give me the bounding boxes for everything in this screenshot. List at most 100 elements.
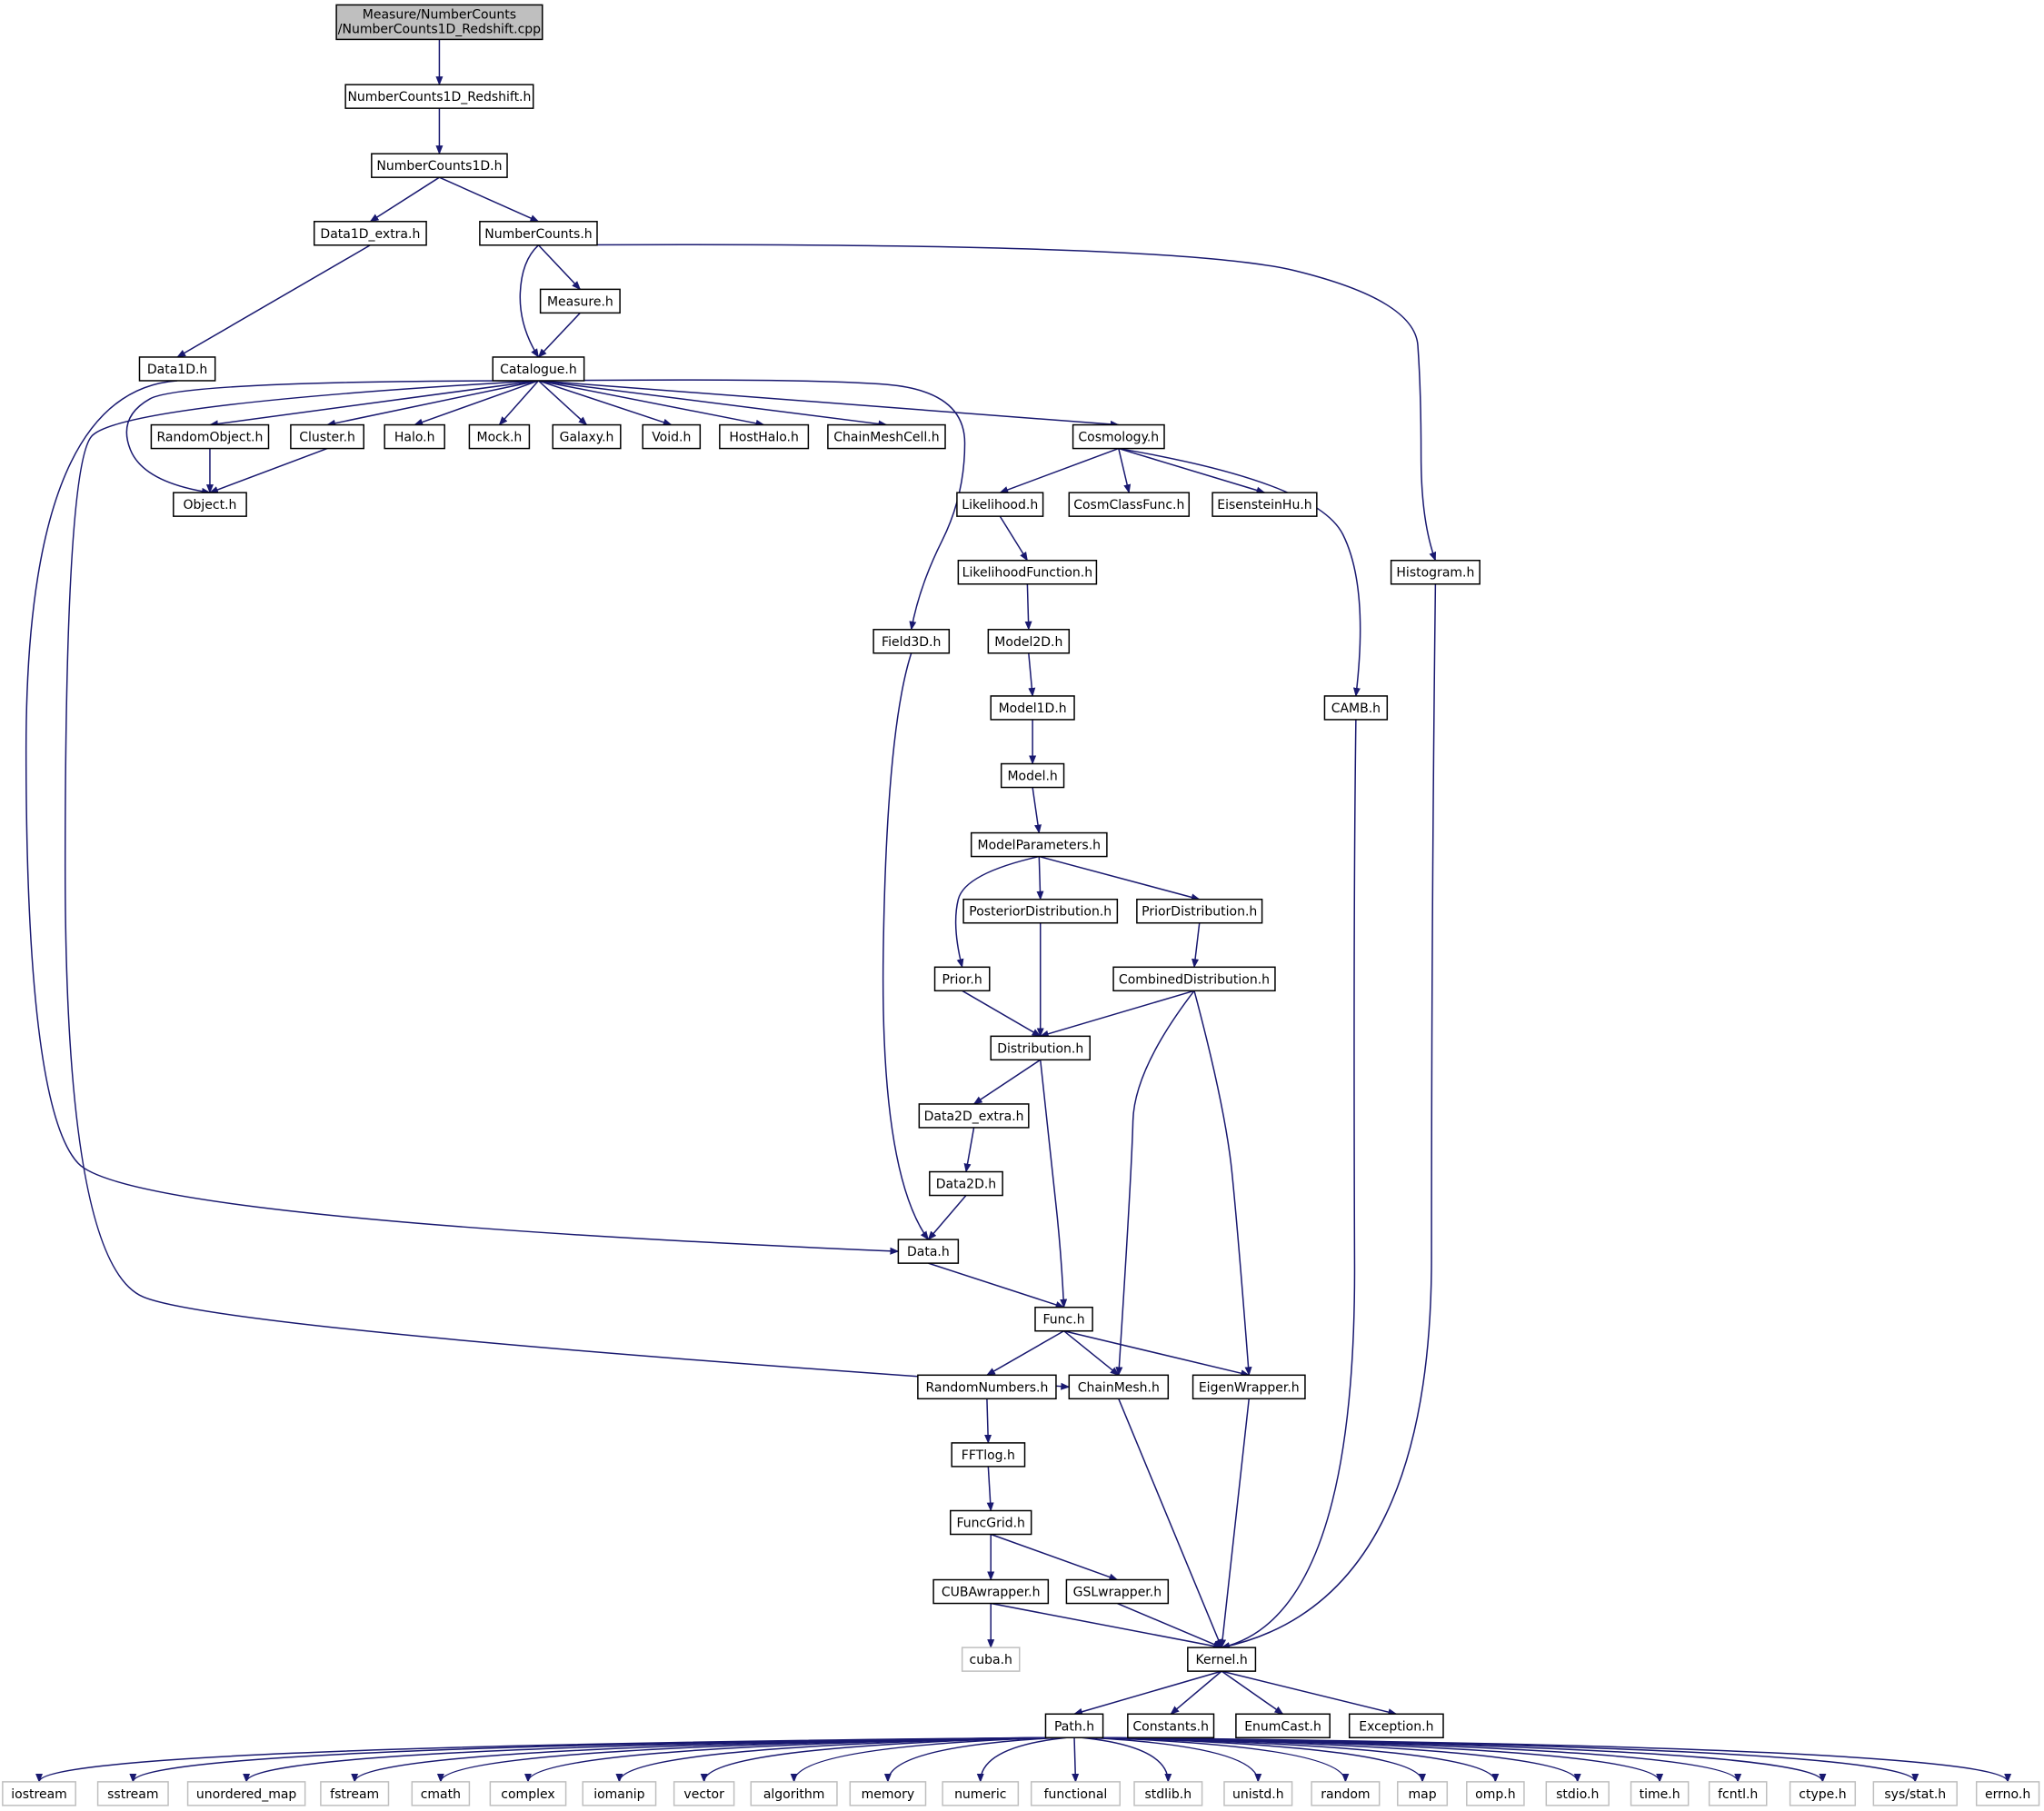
node-label: sys/stat.h xyxy=(1884,1787,1946,1802)
node-data1dx[interactable]: Data1D_extra.h xyxy=(313,221,427,246)
node-cosmology[interactable]: Cosmology.h xyxy=(1072,423,1165,450)
node-data[interactable]: Data.h xyxy=(897,1239,960,1264)
node-prior-dist[interactable]: PriorDistribution.h xyxy=(1136,898,1263,924)
node-modelparams[interactable]: ModelParameters.h xyxy=(970,831,1108,858)
edge-path-to-algorithm xyxy=(790,1736,1052,1783)
node-box xyxy=(942,1781,1020,1806)
node-halo[interactable]: Halo.h xyxy=(384,423,445,450)
node-label: GSLwrapper.h xyxy=(1073,1586,1162,1600)
file-nodes: Measure/NumberCounts/NumberCounts1D_Reds… xyxy=(2,4,2040,1806)
node-iostream[interactable]: iostream xyxy=(2,1781,76,1806)
node-label: random xyxy=(1321,1787,1370,1802)
node-likefunc[interactable]: LikelihoodFunction.h xyxy=(957,559,1098,585)
node-data2d[interactable]: Data2D.h xyxy=(929,1170,1003,1197)
node-nc-h[interactable]: NumberCounts.h xyxy=(479,221,598,246)
node-box xyxy=(962,898,1119,924)
node-camb[interactable]: CAMB.h xyxy=(1323,695,1389,721)
node-field3d[interactable]: Field3D.h xyxy=(872,629,951,654)
node-randomnum[interactable]: RandomNumbers.h xyxy=(917,1374,1057,1400)
node-prior[interactable]: Prior.h xyxy=(933,966,991,992)
node-enumcast[interactable]: EnumCast.h xyxy=(1235,1713,1331,1739)
node-eigen[interactable]: EigenWrapper.h xyxy=(1192,1374,1306,1400)
node-hosthalo[interactable]: HostHalo.h xyxy=(719,423,810,450)
node-unordered-map[interactable]: unordered_map xyxy=(186,1781,306,1806)
node-time[interactable]: time.h xyxy=(1630,1781,1690,1806)
node-data1d[interactable]: Data1D.h xyxy=(138,356,216,382)
node-functional[interactable]: functional xyxy=(1030,1781,1121,1806)
node-sstream[interactable]: sstream xyxy=(96,1781,169,1806)
node-cubaw[interactable]: CUBAwrapper.h xyxy=(932,1578,1050,1605)
edge-kernel-to-path xyxy=(1073,1670,1222,1716)
node-memory[interactable]: memory xyxy=(849,1781,927,1806)
node-box xyxy=(411,1781,471,1806)
node-distribution[interactable]: Distribution.h xyxy=(990,1035,1091,1061)
node-likelihood[interactable]: Likelihood.h xyxy=(956,492,1044,517)
node-void[interactable]: Void.h xyxy=(642,423,702,450)
edge-model-to-modelparams xyxy=(1032,787,1042,834)
node-map[interactable]: map xyxy=(1397,1781,1449,1806)
node-chainmesh[interactable]: ChainMesh.h xyxy=(1068,1374,1170,1400)
node-box xyxy=(987,629,1071,654)
node-label: Field3D.h xyxy=(882,635,941,650)
node-model1d[interactable]: Model1D.h xyxy=(990,695,1075,721)
node-eisenstein[interactable]: EisensteinHu.h xyxy=(1211,492,1318,517)
node-constants[interactable]: Constants.h xyxy=(1127,1713,1215,1739)
node-stdlib[interactable]: stdlib.h xyxy=(1133,1781,1203,1806)
node-funcgrid[interactable]: FuncGrid.h xyxy=(950,1509,1032,1536)
node-vector[interactable]: vector xyxy=(673,1781,735,1806)
node-path[interactable]: Path.h xyxy=(1044,1713,1104,1739)
node-box xyxy=(1397,1781,1449,1806)
node-numeric[interactable]: numeric xyxy=(942,1781,1020,1806)
node-root-file[interactable]: Measure/NumberCounts/NumberCounts1D_Reds… xyxy=(335,4,543,41)
node-cluster[interactable]: Cluster.h xyxy=(290,423,364,450)
node-nc1d-h[interactable]: NumberCounts1D.h xyxy=(371,153,508,178)
node-chainmeshcell[interactable]: ChainMeshCell.h xyxy=(827,423,946,450)
node-exception[interactable]: Exception.h xyxy=(1348,1713,1444,1739)
node-galaxy[interactable]: Galaxy.h xyxy=(552,423,622,450)
node-fstream[interactable]: fstream xyxy=(320,1781,390,1806)
node-nc1dr-h[interactable]: NumberCounts1D_Redshift.h xyxy=(344,84,534,109)
node-box xyxy=(951,1442,1026,1468)
node-box xyxy=(492,356,585,382)
node-box xyxy=(468,423,531,450)
node-box xyxy=(1872,1781,1958,1806)
node-randomobj[interactable]: RandomObject.h xyxy=(150,423,270,450)
node-model2d[interactable]: Model2D.h xyxy=(987,629,1071,654)
node-box xyxy=(750,1781,838,1806)
node-gslw[interactable]: GSLwrapper.h xyxy=(1065,1578,1170,1605)
node-algorithm[interactable]: algorithm xyxy=(750,1781,838,1806)
node-histogram[interactable]: Histogram.h xyxy=(1390,559,1481,585)
node-data2dx[interactable]: Data2D_extra.h xyxy=(918,1103,1030,1129)
node-complex[interactable]: complex xyxy=(489,1781,567,1806)
node-label: EigenWrapper.h xyxy=(1199,1380,1300,1395)
node-box xyxy=(719,423,810,450)
node-iomanip[interactable]: iomanip xyxy=(582,1781,657,1806)
node-random[interactable]: random xyxy=(1311,1781,1381,1806)
node-unistd[interactable]: unistd.h xyxy=(1223,1781,1293,1806)
node-posterior[interactable]: PosteriorDistribution.h xyxy=(962,898,1119,924)
node-stdio[interactable]: stdio.h xyxy=(1545,1781,1610,1806)
node-catalogue[interactable]: Catalogue.h xyxy=(492,356,585,382)
node-cmath[interactable]: cmath xyxy=(411,1781,471,1806)
node-cosmclass[interactable]: CosmClassFunc.h xyxy=(1068,492,1191,517)
node-fcntl[interactable]: fcntl.h xyxy=(1708,1781,1768,1806)
node-label: Halo.h xyxy=(394,431,435,445)
node-box xyxy=(2,1781,76,1806)
edge-data1d-to-data xyxy=(25,380,900,1255)
node-errno[interactable]: errno.h xyxy=(1975,1781,2040,1806)
node-label: numeric xyxy=(954,1787,1006,1802)
node-box xyxy=(933,966,991,992)
node-mock[interactable]: Mock.h xyxy=(468,423,531,450)
node-kernel[interactable]: Kernel.h xyxy=(1187,1647,1257,1672)
node-omp[interactable]: omp.h xyxy=(1466,1781,1525,1806)
node-box xyxy=(1235,1713,1331,1739)
node-sysstat[interactable]: sys/stat.h xyxy=(1872,1781,1958,1806)
node-object[interactable]: Object.h xyxy=(173,492,247,517)
node-model[interactable]: Model.h xyxy=(1000,762,1065,789)
node-combined[interactable]: CombinedDistribution.h xyxy=(1112,966,1276,992)
node-cuba[interactable]: cuba.h xyxy=(961,1647,1021,1672)
node-func[interactable]: Func.h xyxy=(1034,1306,1093,1332)
node-ctype[interactable]: ctype.h xyxy=(1789,1781,1857,1806)
node-fftlog[interactable]: FFTlog.h xyxy=(951,1442,1026,1468)
node-measure[interactable]: Measure.h xyxy=(539,288,621,314)
